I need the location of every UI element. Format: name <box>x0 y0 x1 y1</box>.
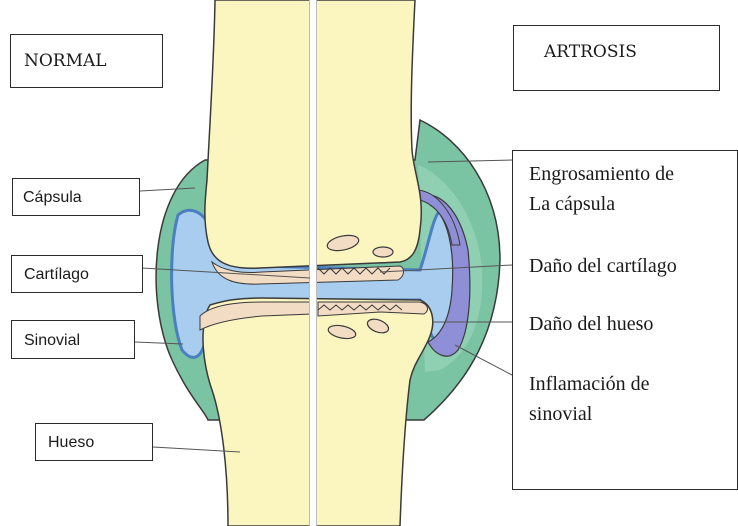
sinovial-label-box: Sinovial <box>11 320 135 359</box>
inflamacion-label-line2: sinovial <box>529 399 592 429</box>
normal-header: NORMAL <box>24 53 107 70</box>
cartilago-label-box: Cartílago <box>11 255 143 293</box>
capsula-label-box: Cápsula <box>12 178 140 216</box>
hueso-label: Hueso <box>48 435 94 451</box>
dano-hueso-label: Daño del hueso <box>529 309 653 339</box>
inflamacion-label-line1: Inflamación de <box>529 369 650 399</box>
normal-header-box: NORMAL <box>10 34 163 88</box>
engrosamiento-label-line1: Engrosamiento de <box>529 159 674 189</box>
artrosis-header: ARTROSIS <box>544 44 637 61</box>
lower-bone <box>203 298 433 526</box>
center-divider <box>310 0 316 526</box>
artrosis-header-box: ARTROSIS <box>513 25 720 91</box>
bone-cyst <box>373 247 393 257</box>
hueso-label-box: Hueso <box>35 423 153 461</box>
engrosamiento-label-line2: La cápsula <box>529 189 615 219</box>
sinovial-label: Sinovial <box>24 333 80 349</box>
cartilago-label: Cartílago <box>24 267 89 283</box>
artrosis-labels-panel: Engrosamiento de La cápsula Daño del car… <box>512 150 738 490</box>
capsula-label: Cápsula <box>23 190 82 206</box>
dano-cartilago-label: Daño del cartílago <box>529 251 677 281</box>
